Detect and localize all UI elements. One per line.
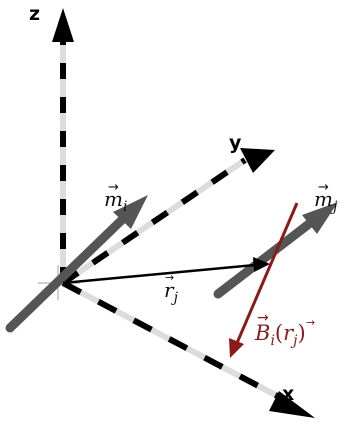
moment-i-arrowhead — [113, 195, 148, 229]
moment-j-label: → mj — [314, 180, 338, 215]
svg-text:mj: mj — [314, 187, 338, 215]
field-base: B — [254, 321, 270, 345]
position-vector-r-j — [62, 257, 270, 285]
moment-i-sub: i — [123, 199, 127, 215]
y-axis-label: y — [229, 132, 242, 154]
field-arg-base: r — [283, 321, 295, 345]
field-arg-vector-hat: → — [306, 316, 315, 329]
position-vector-hat: → — [165, 271, 174, 284]
position-vector-arrowhead — [253, 257, 270, 272]
moment-j-vector-hat: → — [318, 180, 329, 195]
x-axis-arrowhead — [269, 391, 315, 418]
moment-j-sub: j — [330, 199, 338, 215]
z-axis-arrowhead — [52, 8, 74, 42]
moment-i-label: → mi — [104, 180, 127, 215]
svg-text:Bi(rj): Bi(rj) — [254, 321, 306, 349]
field-vector-arrowhead — [229, 338, 244, 358]
field-vector-b — [229, 202, 299, 358]
x-axis-label: x — [282, 383, 294, 405]
position-base: r — [164, 278, 175, 302]
field-arg-close: ) — [298, 321, 306, 345]
svg-text:mi: mi — [104, 187, 127, 215]
y-axis-arrowhead — [240, 148, 275, 173]
svg-text:rj: rj — [164, 278, 179, 306]
moment-i-arrow — [5, 195, 148, 333]
field-vector-hat: → — [257, 310, 269, 326]
y-axis — [61, 148, 275, 286]
position-label: → rj — [164, 271, 179, 306]
z-axis — [52, 8, 74, 283]
position-sub: j — [171, 290, 179, 306]
field-sub: i — [270, 333, 274, 349]
moment-j-base: m — [314, 187, 333, 211]
moment-i-vector-hat: → — [108, 180, 119, 195]
x-axis — [61, 280, 315, 418]
field-arg-open: ( — [275, 321, 283, 345]
moment-j-arrow — [213, 202, 338, 299]
z-axis-label: z — [29, 3, 40, 25]
field-arg-sub: j — [290, 333, 298, 349]
field-label: → → Bi(rj) — [254, 310, 315, 349]
moment-i-base: m — [104, 187, 123, 211]
moment-j-arrowhead — [302, 202, 338, 234]
